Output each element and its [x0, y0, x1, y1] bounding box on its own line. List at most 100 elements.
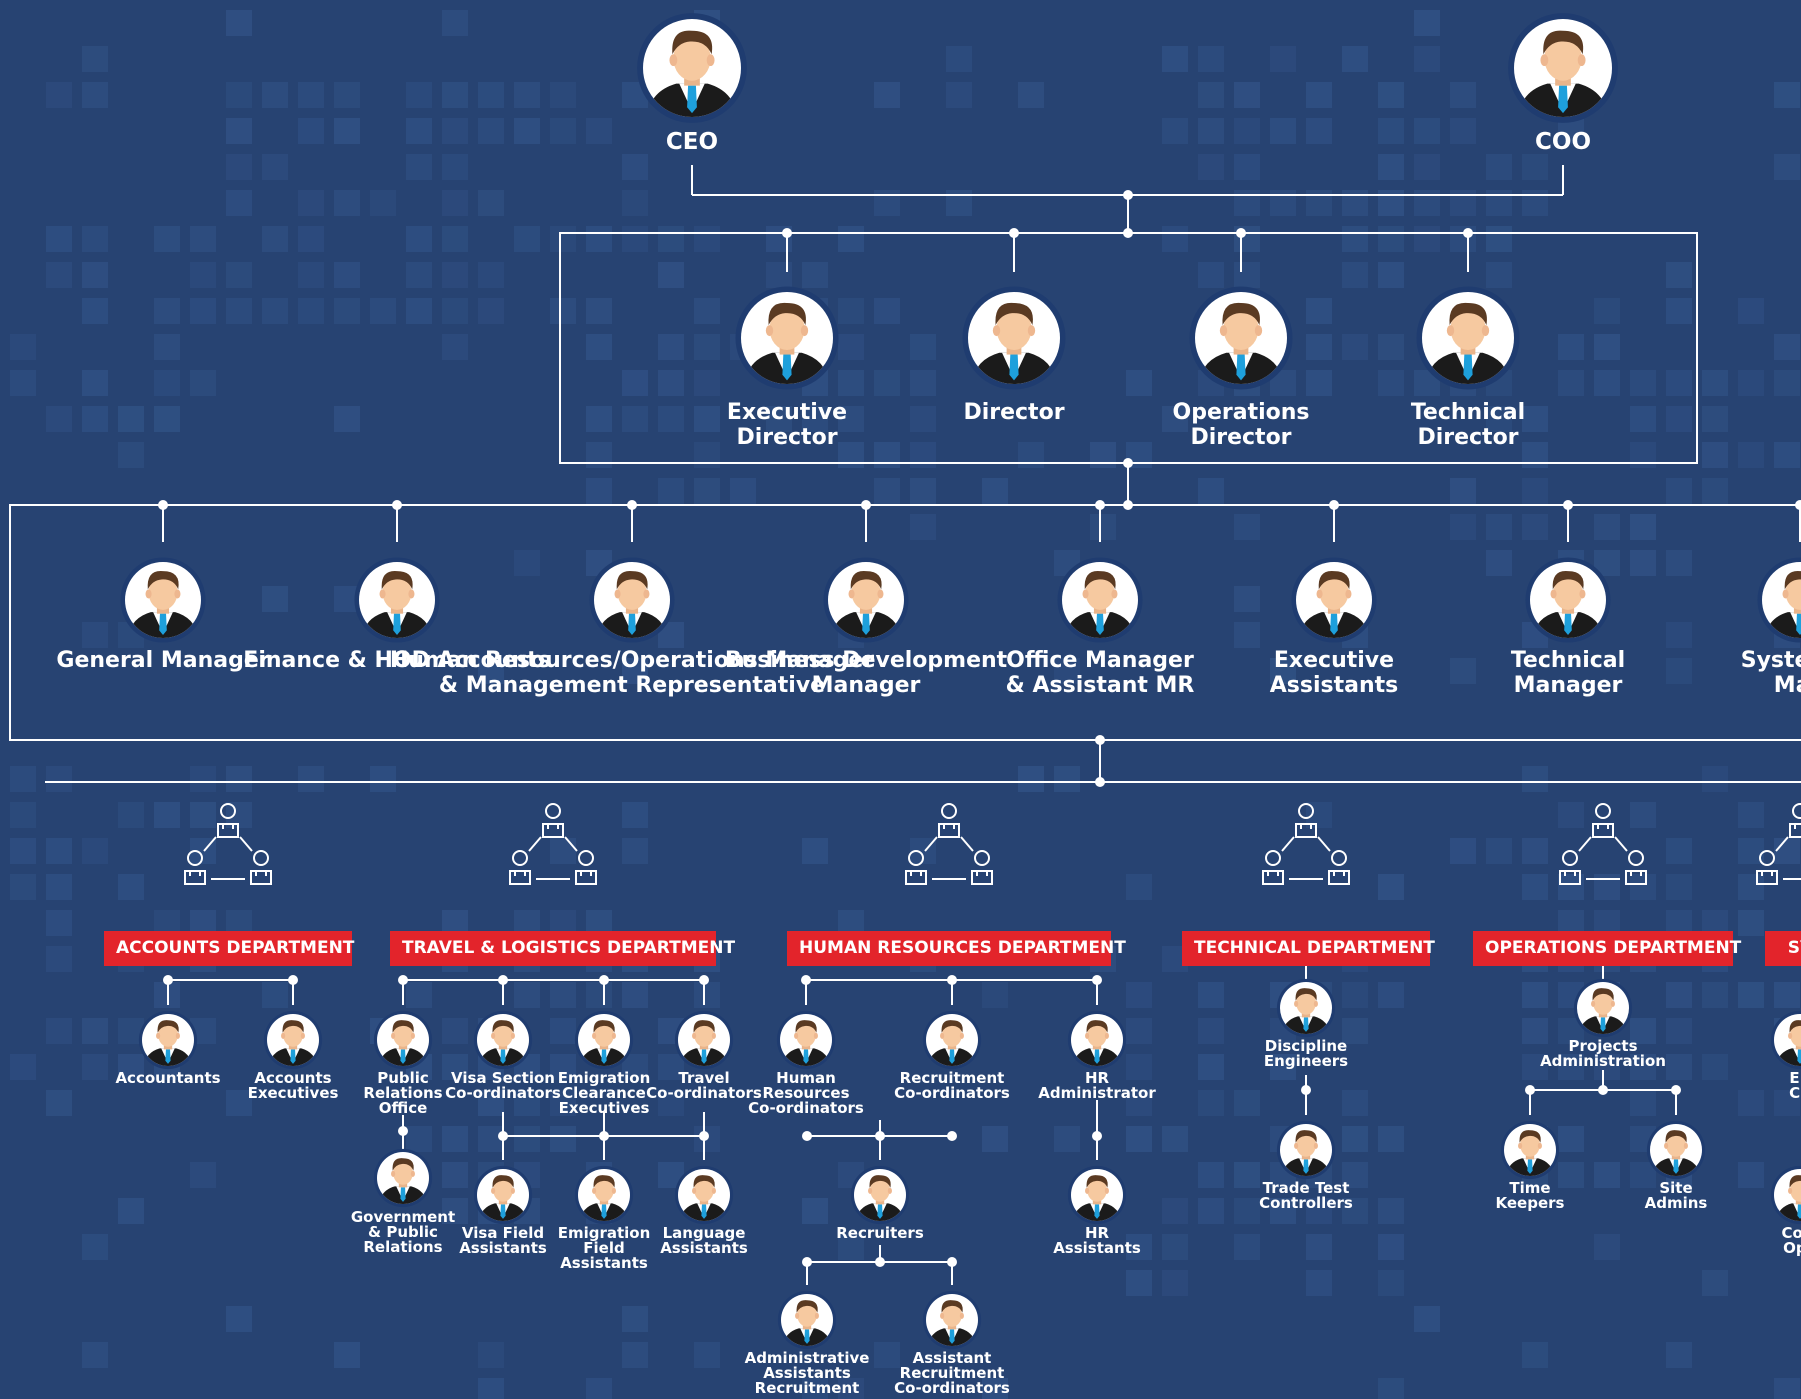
bg-square: [1450, 226, 1476, 252]
bg-square: [1450, 190, 1476, 216]
bg-square: [190, 766, 216, 792]
recruitment-coordinators-avatar: [922, 1010, 982, 1070]
emigration-field-assistants-label-line: Field: [583, 1239, 625, 1257]
bg-square: [1666, 658, 1692, 684]
bg-square: [550, 1126, 576, 1152]
coo-label-line: COO: [1535, 129, 1591, 155]
bg-square: [838, 1234, 864, 1260]
com-ope-label-line: Com: [1781, 1224, 1801, 1242]
bg-square: [1378, 982, 1404, 1008]
director-label: Director: [963, 400, 1064, 425]
bg-square: [1198, 1054, 1224, 1080]
bg-square: [1054, 1126, 1080, 1152]
general-manager-label: General Manager: [56, 648, 269, 673]
avatars: [120, 13, 1801, 1350]
executive-director-label-line: Director: [736, 425, 838, 450]
bg-square: [1414, 1306, 1440, 1332]
bg-square: [514, 118, 540, 144]
bg-square: [118, 406, 144, 432]
bg-square: [1666, 1054, 1692, 1080]
bg-square: [550, 298, 576, 324]
bg-square: [118, 874, 144, 900]
bg-square: [838, 334, 864, 360]
bg-square: [1018, 766, 1044, 792]
bg-square: [1198, 1198, 1224, 1224]
bg-square: [1450, 118, 1476, 144]
system-manager-label-line: Man: [1773, 673, 1801, 698]
accounts-group-icon: [184, 803, 272, 885]
bg-square: [1342, 1018, 1368, 1044]
bg-square: [1378, 370, 1404, 396]
bg-square: [622, 1342, 648, 1368]
trade-test-controllers-label-line: Trade Test: [1262, 1179, 1350, 1197]
bg-square: [1738, 802, 1764, 828]
connector-dot: [947, 1131, 957, 1141]
hr-administrator-avatar: [1067, 1010, 1127, 1070]
bg-square: [694, 334, 720, 360]
bg-square: [622, 658, 648, 684]
bg-square: [154, 298, 180, 324]
government-public-relations-label-line: Government: [350, 1208, 456, 1226]
bg-square: [478, 82, 504, 108]
system-manager-label: System &Man: [1741, 648, 1801, 698]
language-assistants-label-line: Assistants: [660, 1239, 748, 1257]
bg-square: [1450, 658, 1476, 684]
bg-square: [838, 406, 864, 432]
bg-square: [946, 46, 972, 72]
bg-square: [46, 82, 72, 108]
visa-section-coordinators-label-line: Co-ordinators: [445, 1084, 561, 1102]
bg-square: [910, 478, 936, 504]
visa-field-assistants-label-line: Visa Field: [461, 1224, 545, 1242]
bg-square: [1054, 658, 1080, 684]
connector-dot: [398, 1126, 408, 1136]
bg-square: [658, 1054, 684, 1080]
bg-square: [1342, 1126, 1368, 1152]
bg-square: [370, 298, 396, 324]
bg-square: [1666, 838, 1692, 864]
bg-square: [802, 1378, 828, 1399]
bg-square: [1738, 298, 1764, 324]
bg-square: [658, 262, 684, 288]
bg-square: [406, 982, 432, 1008]
executive-director-label-line: Executive: [726, 400, 848, 425]
bg-square: [1450, 514, 1476, 540]
bg-square: [1558, 334, 1584, 360]
ep-ch-label-line: Ch: [1789, 1084, 1801, 1102]
hr-assistants-label-line: HR: [1084, 1224, 1110, 1242]
bg-square: [478, 262, 504, 288]
bg-square: [1234, 1234, 1260, 1260]
bg-square: [622, 226, 648, 252]
bg-square: [1306, 190, 1332, 216]
bg-square: [10, 802, 36, 828]
bg-square: [658, 478, 684, 504]
executive-director-avatar: [735, 286, 839, 390]
admin-assistants-recruitment-label-line: Recruitment: [754, 1379, 860, 1397]
bg-square: [1270, 118, 1296, 144]
bg-square: [586, 334, 612, 360]
bg-square: [1234, 1090, 1260, 1116]
travel-coordinators-label-line: Travel: [678, 1069, 730, 1087]
bg-square: [1234, 622, 1260, 648]
hr-coordinators-label-line: Resources: [762, 1084, 850, 1102]
bg-square: [1162, 1270, 1188, 1296]
bg-square: [1306, 1270, 1332, 1296]
bg-square: [1270, 1054, 1296, 1080]
connector-dot: [1092, 1131, 1102, 1141]
bg-square: [1558, 802, 1584, 828]
bg-square: [1342, 190, 1368, 216]
bg-square: [874, 478, 900, 504]
bg-square: [1666, 550, 1692, 576]
bg-square: [1594, 514, 1620, 540]
emigration-field-assistants-label-line: Emigration: [557, 1224, 651, 1242]
bg-square: [1234, 262, 1260, 288]
bg-square: [802, 838, 828, 864]
bg-square: [478, 190, 504, 216]
bg-square: [694, 478, 720, 504]
